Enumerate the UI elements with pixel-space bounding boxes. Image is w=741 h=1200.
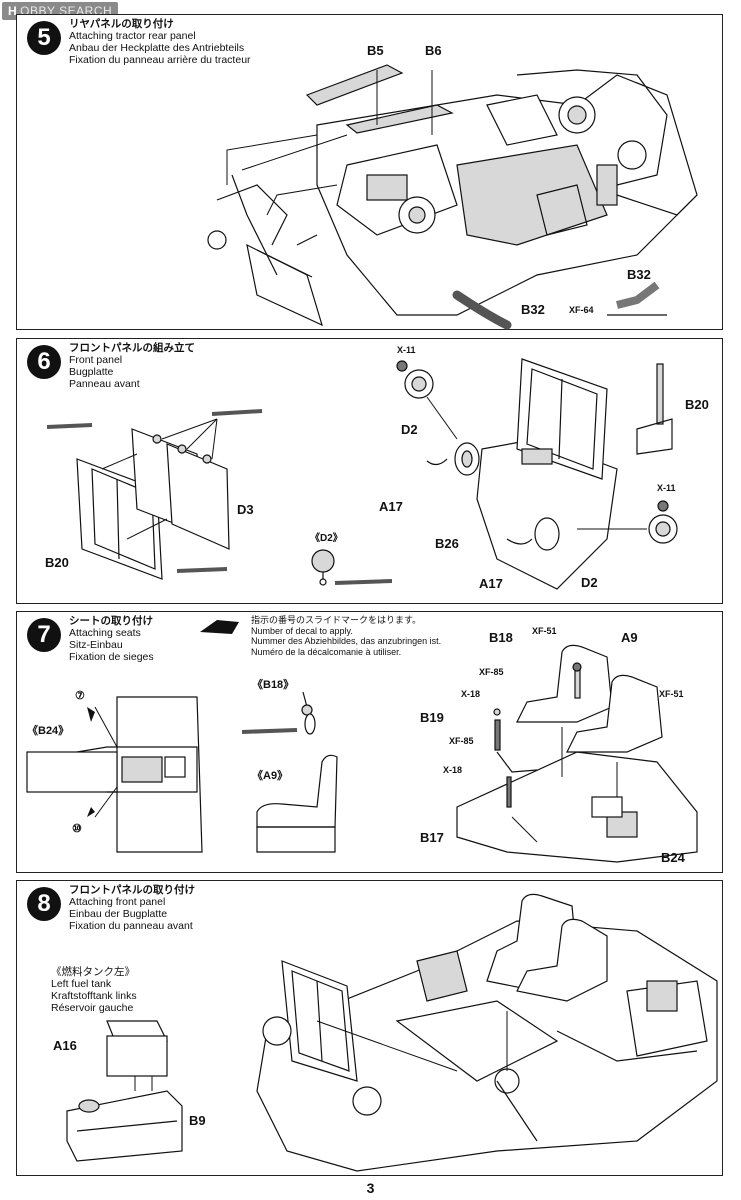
part-label-b5: B5 (367, 43, 384, 58)
part-label-b17: B17 (420, 830, 444, 845)
step-titles: フロントパネルの取り付け Attaching front panel Einba… (69, 884, 195, 932)
part-label-b26: B26 (435, 536, 459, 551)
paint-label-xf85: XF-85 (449, 736, 474, 746)
paint-label-xf51: XF-51 (532, 626, 557, 636)
decal-instruction-note: 指示の番号のスライドマークをはります。 Number of decal to a… (251, 615, 442, 657)
part-label-b24: B24 (661, 850, 685, 865)
step-6-panel: 6 フロントパネルの組み立て Front panel Bugplatte Pan… (16, 338, 723, 604)
part-label-a9: A9 (621, 630, 638, 645)
step-8-panel: 8 フロントパネルの取り付け Attaching front panel Ein… (16, 880, 723, 1176)
decal-number-7: ⑦ (75, 690, 85, 702)
part-label-d2: D2 (401, 422, 418, 437)
step-number: 6 (27, 345, 61, 379)
step-number: 5 (27, 21, 61, 55)
paint-label-x11: X-11 (397, 345, 416, 355)
detail-label-b24: 《B24》 (27, 725, 70, 737)
tractor-rear-assembly-drawing (207, 64, 698, 330)
step-titles: フロントパネルの組み立て Front panel Bugplatte Panne… (69, 342, 195, 390)
paint-label-x18: X-18 (461, 689, 481, 699)
page-number: 3 (366, 1180, 375, 1196)
part-label-b32: B32 (521, 302, 545, 317)
step-number: 7 (27, 618, 61, 652)
detail-label-b18: 《B18》 (252, 679, 295, 691)
part-label-b32-inset: B32 (627, 267, 651, 282)
part-label-b20: B20 (45, 555, 69, 570)
paint-label-x11: X-11 (657, 483, 676, 493)
seat-assembly-drawing (26, 620, 698, 863)
step-7-panel: 7 シートの取り付け Attaching seats Sitz-Einbau F… (16, 611, 723, 873)
part-label-b18: B18 (489, 630, 513, 645)
step-titles: リヤパネルの取り付け Attaching tractor rear panel … (69, 18, 251, 66)
part-label-b6: B6 (425, 43, 442, 58)
front-panel-assembly-drawing (46, 358, 678, 590)
part-label-b20: B20 (685, 397, 709, 412)
step-titles: シートの取り付け Attaching seats Sitz-Einbau Fix… (69, 615, 154, 663)
paint-label-xf64: XF-64 (569, 305, 594, 315)
part-label-d2: D2 (581, 575, 598, 590)
decal-icon (200, 620, 239, 634)
part-label-b9: B9 (189, 1113, 206, 1128)
paint-label-x18: X-18 (443, 765, 463, 775)
step-5-panel: 5 リヤパネルの取り付け Attaching tractor rear pane… (16, 14, 723, 330)
paint-label-xf51: XF-51 (659, 689, 684, 699)
part-label-d3: D3 (237, 502, 254, 517)
paint-label-xf85: XF-85 (479, 667, 504, 677)
detail-label-d2: 《D2》 (310, 533, 343, 544)
front-panel-installation-drawing (66, 893, 718, 1172)
part-label-a17: A17 (479, 576, 503, 591)
part-label-a16: A16 (53, 1038, 77, 1053)
part-label-a17: A17 (379, 499, 403, 514)
fuel-tank-subtitle: 《燃料タンク左》 Left fuel tank Kraftstofftank l… (51, 966, 137, 1014)
part-label-b19: B19 (420, 710, 444, 725)
decal-number-10: ⑩ (72, 823, 82, 835)
detail-label-a9: 《A9》 (252, 770, 289, 782)
step-number: 8 (27, 887, 61, 921)
